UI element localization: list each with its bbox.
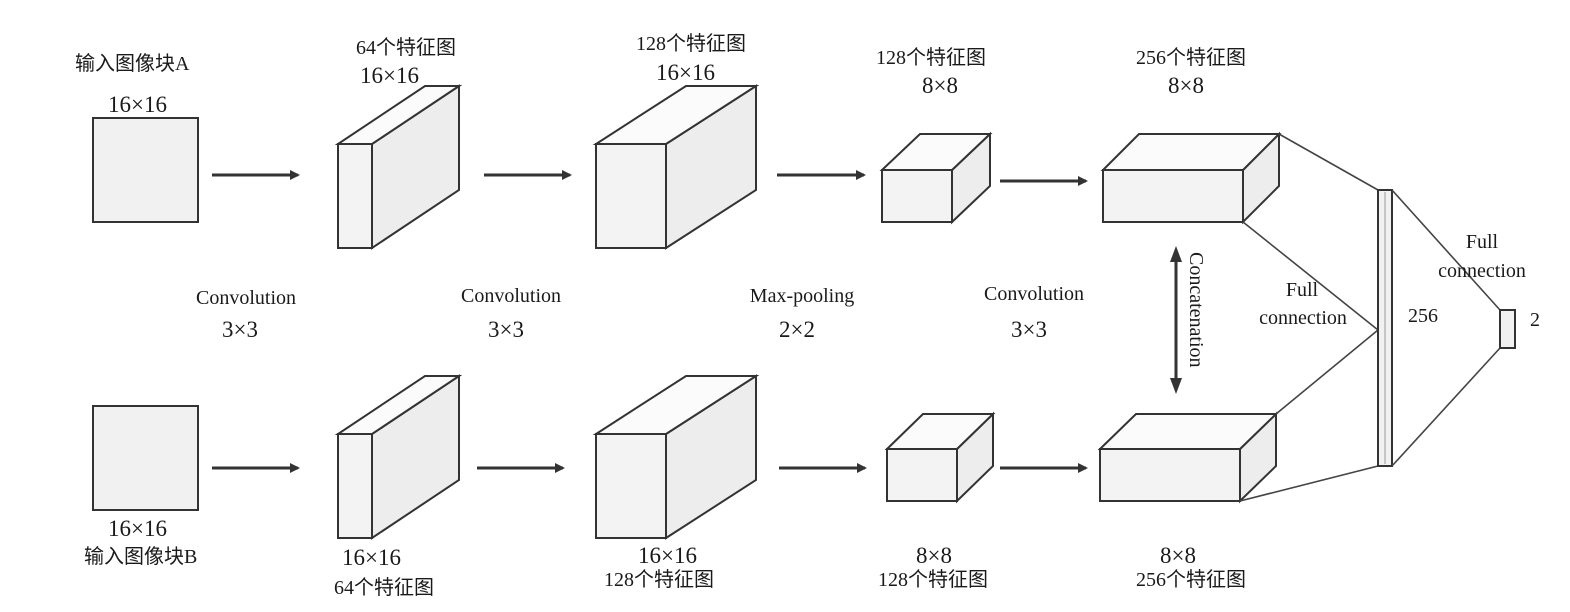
- layer2-top-count: 128个特征图: [636, 32, 746, 55]
- layer4-top-size: 8×8: [1168, 73, 1204, 98]
- input-b-size: 16×16: [108, 516, 167, 541]
- layer2-bottom-size: 16×16: [638, 543, 697, 568]
- op4-kernel: 3×3: [1011, 317, 1047, 342]
- fc-units-label: 256: [1408, 305, 1438, 327]
- layer4-bottom-size: 8×8: [1160, 543, 1196, 568]
- input-b-title: 输入图像块B: [84, 545, 197, 568]
- feature-map-4-top: [1100, 131, 1282, 225]
- fc1-line-bottom-lower: [1239, 465, 1379, 502]
- feature-map-3-top: [879, 131, 993, 225]
- op4-name: Convolution: [984, 283, 1084, 305]
- concat-arrow-head-up: [1170, 246, 1182, 262]
- layer3-top-count: 128个特征图: [876, 46, 986, 69]
- fc2-label-line2: connection: [1438, 260, 1526, 282]
- layer4-bottom-count: 256个特征图: [1136, 568, 1246, 591]
- output-units-label: 2: [1530, 309, 1540, 331]
- op1-name: Convolution: [196, 287, 296, 309]
- op3-kernel: 2×2: [779, 317, 815, 342]
- fc1-label-line1: Full: [1286, 279, 1319, 301]
- concatenation-label: Concatenation: [1185, 252, 1207, 368]
- fc-vector-256: [1377, 189, 1393, 467]
- layer4-top-count: 256个特征图: [1136, 46, 1246, 69]
- layer1-bottom-size: 16×16: [342, 545, 401, 570]
- input-a-title: 输入图像块A: [75, 52, 190, 75]
- input-b-patch: [92, 405, 199, 511]
- layer1-top-size: 16×16: [360, 63, 419, 88]
- fc2-label-line1: Full: [1466, 231, 1499, 253]
- input-a-patch: [92, 117, 199, 223]
- layer3-bottom-count: 128个特征图: [878, 568, 988, 591]
- feature-map-4-bottom: [1097, 411, 1279, 504]
- fc1-line-top-lower: [1242, 221, 1379, 331]
- op1-kernel: 3×3: [222, 317, 258, 342]
- layer3-top-size: 8×8: [922, 73, 958, 98]
- layer2-bottom-count: 128个特征图: [604, 568, 714, 591]
- fc1-line-top-upper: [1278, 133, 1379, 191]
- concat-arrow-head-down: [1170, 378, 1182, 394]
- feature-map-1-top: [334, 84, 463, 250]
- feature-map-2-bottom: [592, 374, 760, 540]
- feature-map-1-bottom: [334, 374, 463, 540]
- layer1-bottom-count: 64个特征图: [334, 576, 434, 599]
- feature-map-3-bottom: [884, 411, 996, 504]
- output-vector: [1499, 309, 1516, 349]
- layer1-top-count: 64个特征图: [356, 36, 456, 59]
- fc1-line-bottom-upper: [1275, 329, 1379, 415]
- fc2-line-lower: [1391, 347, 1501, 467]
- layer2-top-size: 16×16: [656, 60, 715, 85]
- fc1-label-line2: connection: [1259, 307, 1347, 329]
- input-a-size: 16×16: [108, 92, 167, 117]
- fc2-line-upper: [1391, 189, 1501, 311]
- layer3-bottom-size: 8×8: [916, 543, 952, 568]
- op3-name: Max-pooling: [750, 285, 854, 307]
- op2-name: Convolution: [461, 285, 561, 307]
- op2-kernel: 3×3: [488, 317, 524, 342]
- feature-map-2-top: [592, 84, 760, 250]
